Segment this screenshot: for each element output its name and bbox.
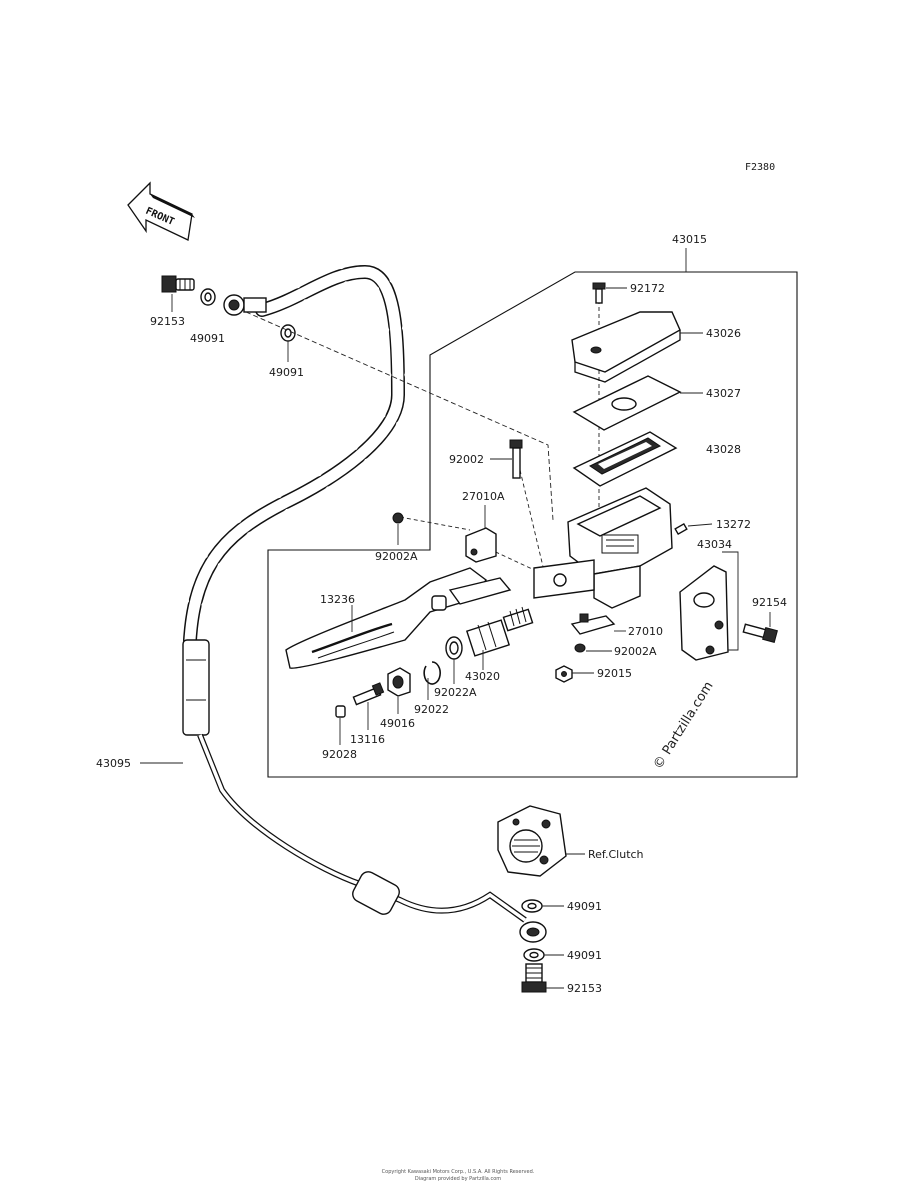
clutch-slave-cylinder: Ref.Clutch xyxy=(497,805,644,877)
banjo-fitting-bottom xyxy=(519,921,547,943)
footer-line-2: Diagram provided by Partzilla.com xyxy=(415,1176,501,1182)
diaphragm-43028: 43028 xyxy=(572,431,741,487)
label-49091-b: 49091 xyxy=(269,366,304,379)
washer-49091-c: 49091 xyxy=(521,899,602,913)
label-92172: 92172 xyxy=(630,282,665,295)
bolt-92154: 92154 xyxy=(742,596,787,643)
label-43034: 43034 xyxy=(697,538,732,551)
label-ref-clutch: Ref.Clutch xyxy=(588,848,644,861)
front-arrow-icon: FRONT xyxy=(127,181,195,241)
label-43020: 43020 xyxy=(465,670,500,683)
label-13272: 13272 xyxy=(716,518,751,531)
bolt-92002: 92002 xyxy=(449,439,523,479)
boot-49016: 49016 xyxy=(380,667,415,730)
watermark: © Partzilla.com xyxy=(651,679,717,772)
label-92002: 92002 xyxy=(449,453,484,466)
label-27010: 27010 xyxy=(628,625,663,638)
label-92028: 92028 xyxy=(322,748,357,761)
diagram-code: F2380 xyxy=(745,162,775,173)
label-49091-a: 49091 xyxy=(190,332,225,345)
label-92154: 92154 xyxy=(752,596,787,609)
label-49016: 49016 xyxy=(380,717,415,730)
label-43026: 43026 xyxy=(706,327,741,340)
label-92022: 92022 xyxy=(414,703,449,716)
pin-13272: 13272 xyxy=(674,518,751,536)
cap-92028: 92028 xyxy=(322,705,357,761)
label-92153-bottom: 92153 xyxy=(567,982,602,995)
clutch-lever-13236: 13236 xyxy=(285,567,512,669)
switch-27010A: 27010A xyxy=(462,490,505,563)
pushrod-13116: 13116 xyxy=(350,682,385,746)
label-13236: 13236 xyxy=(320,593,355,606)
clamp-43034: 43034 xyxy=(679,538,739,661)
nut-92015: 92015 xyxy=(555,665,632,683)
label-43015: 43015 xyxy=(672,233,707,246)
reservoir-cap-43026: 43026 xyxy=(571,311,741,383)
screw-92172: 92172 xyxy=(592,282,665,304)
circlip-92022: 92022 xyxy=(414,661,449,716)
screw-92002A-bottom: 92002A xyxy=(574,643,657,658)
washer-49091-b: 49091 xyxy=(269,324,304,379)
washer-49091-d: 49091 xyxy=(523,948,602,962)
banjo-bolt-bottom: 92153 xyxy=(521,963,602,995)
label-49091-c: 49091 xyxy=(567,900,602,913)
banjo-bolt-top: 92153 xyxy=(150,275,195,328)
label-43095: 43095 xyxy=(96,757,131,770)
diaphragm-plate-43027: 43027 xyxy=(572,375,741,431)
footer-line-1: Copyright Kawasaki Motors Corp., U.S.A. … xyxy=(382,1169,535,1175)
label-43027: 43027 xyxy=(706,387,741,400)
piston-43020: 43020 xyxy=(465,606,534,683)
label-92022A: 92022A xyxy=(434,686,477,699)
banjo-fitting-top xyxy=(223,294,267,316)
label-27010A: 27010A xyxy=(462,490,505,503)
assembly-frame: 43015 xyxy=(267,233,798,778)
label-49091-d: 49091 xyxy=(567,949,602,962)
washer-49091-a: 49091 xyxy=(190,288,225,345)
label-92002A-top: 92002A xyxy=(375,550,418,563)
clutch-hose: 43095 xyxy=(96,264,527,923)
seal-92022A: 92022A xyxy=(434,636,477,699)
label-92015: 92015 xyxy=(597,667,632,680)
master-cylinder-body xyxy=(533,487,673,609)
label-92002A-bottom: 92002A xyxy=(614,645,657,658)
label-13116: 13116 xyxy=(350,733,385,746)
label-43028: 43028 xyxy=(706,443,741,456)
switch-27010: 27010 xyxy=(570,613,663,638)
label-92153-top: 92153 xyxy=(150,315,185,328)
screw-92002A-top: 92002A xyxy=(375,512,418,563)
